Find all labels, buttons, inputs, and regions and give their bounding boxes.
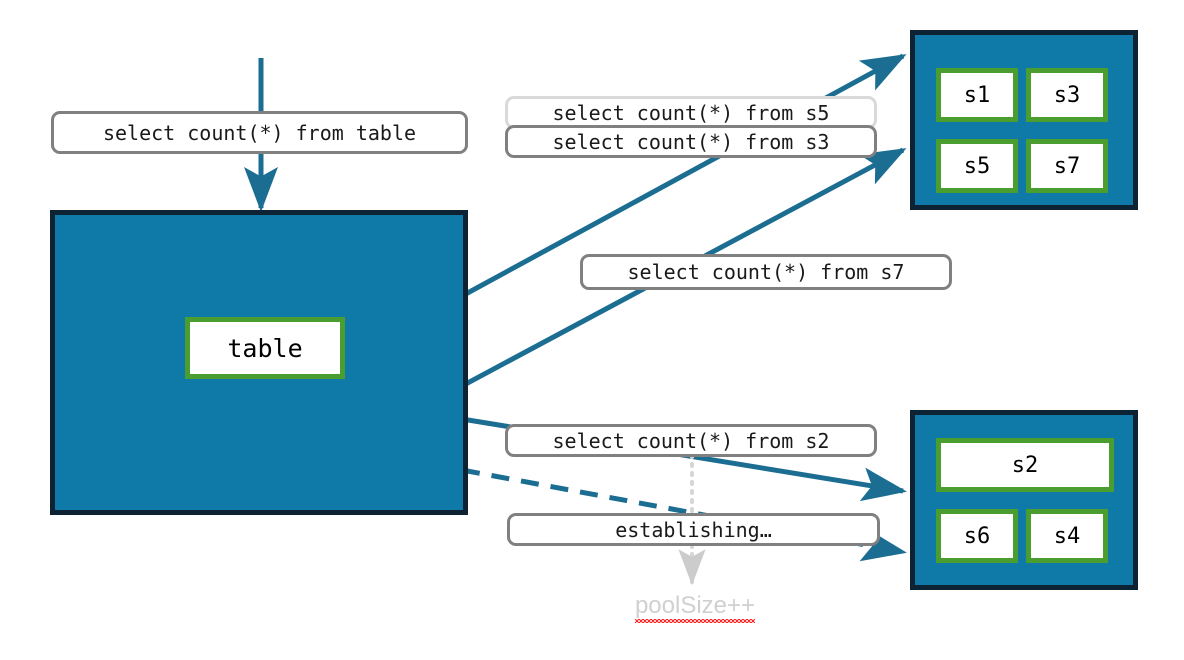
node-s3[interactable]: s3 bbox=[1026, 68, 1108, 122]
node-s1[interactable]: s1 bbox=[936, 68, 1018, 122]
label-query-s2[interactable]: select count(*) from s2 bbox=[505, 424, 877, 457]
node-s2[interactable]: s2 bbox=[936, 438, 1114, 492]
annotation-poolsize-text: poolSize++ bbox=[634, 592, 756, 623]
label-root-query[interactable]: select count(*) from table bbox=[51, 111, 468, 154]
node-s7[interactable]: s7 bbox=[1026, 139, 1108, 193]
node-s6[interactable]: s6 bbox=[936, 509, 1018, 563]
bottom-session-pool bbox=[910, 410, 1138, 590]
label-query-s7[interactable]: select count(*) from s7 bbox=[580, 254, 952, 290]
node-s4[interactable]: s4 bbox=[1026, 509, 1108, 563]
main-table-pool: table bbox=[50, 210, 468, 515]
label-establishing[interactable]: establishing… bbox=[507, 513, 880, 546]
label-query-s3[interactable]: select count(*) from s3 bbox=[505, 125, 877, 158]
annotation-poolsize: poolSize++ bbox=[620, 592, 770, 623]
node-table[interactable]: table bbox=[185, 317, 345, 379]
node-s5[interactable]: s5 bbox=[936, 139, 1018, 193]
